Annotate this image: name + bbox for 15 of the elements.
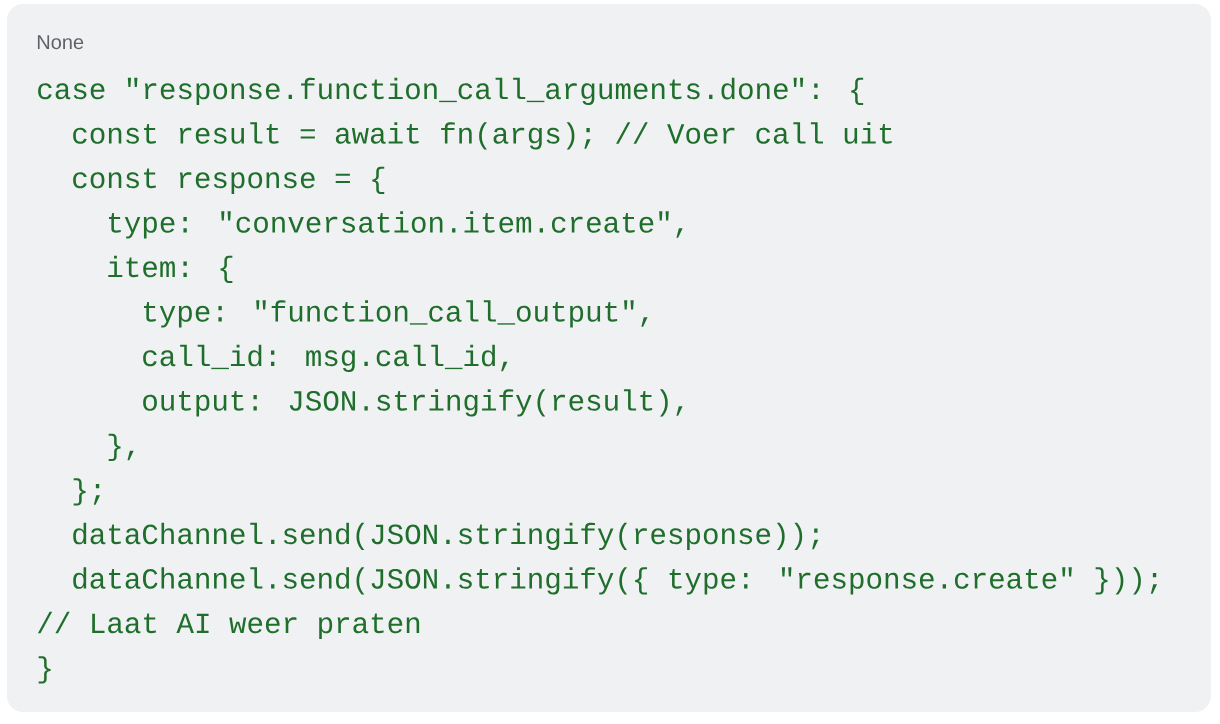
- code-line: type: "conversation.item.create",: [109, 211, 683, 239]
- code-line: const result = await fn(args); // Voer call uit: [73, 122, 892, 150]
- code-line: output: JSON.stringify(result),: [143, 389, 683, 417]
- code-line: type: "function_call_output",: [144, 300, 648, 328]
- code-line: call_id: msg.call_id,: [143, 344, 508, 373]
- code-line: const response = {: [73, 166, 385, 195]
- code-line: case "response.function_call_arguments.done": {: [38, 77, 864, 106]
- code-line: },: [108, 433, 134, 462]
- code-line: item: {: [108, 255, 233, 284]
- code-line: dataChannel.send(JSON.stringify({ type: "response.create" }));: [73, 567, 1158, 595]
- header-label: None: [37, 35, 84, 50]
- code-line: }: [38, 656, 51, 684]
- code-line: // Laat AI weer praten: [37, 611, 420, 640]
- code-line: dataChannel.send(JSON.stringify(response));: [73, 522, 819, 551]
- code-line: };: [73, 478, 100, 506]
